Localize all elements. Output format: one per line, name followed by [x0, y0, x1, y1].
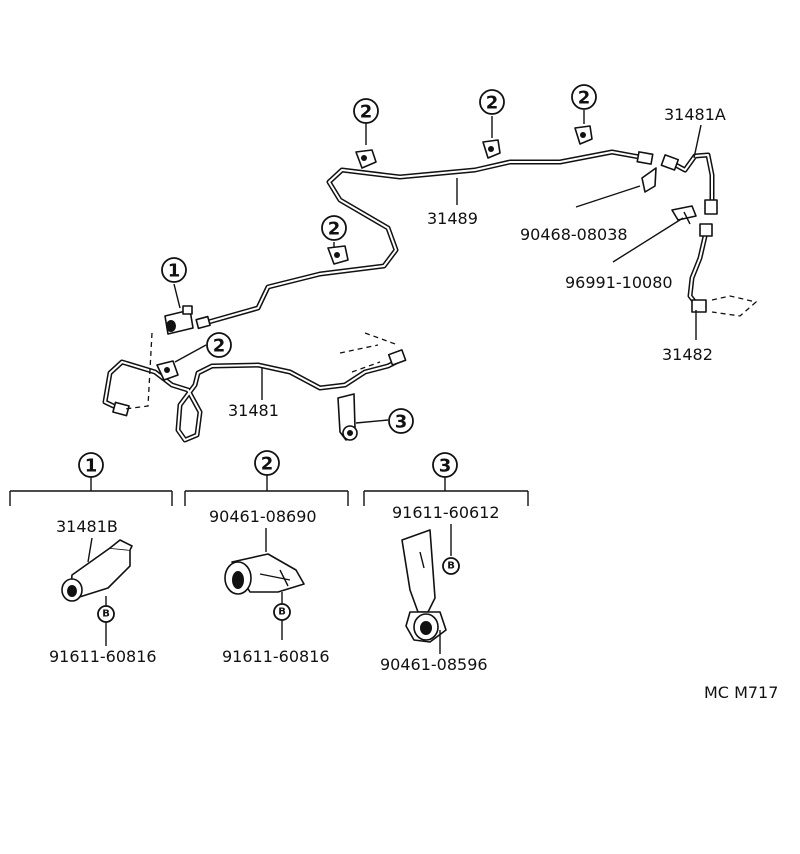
label-90461-08690: 90461-08690	[209, 507, 317, 526]
label-96991-10080: 96991-10080	[565, 273, 673, 292]
dashed-guide-left	[124, 332, 153, 410]
svg-text:2: 2	[261, 454, 274, 475]
bracket-90468-08038-shape	[641, 167, 657, 193]
svg-text:2: 2	[328, 219, 341, 240]
label-31481: 31481	[228, 401, 279, 420]
line-fittings	[112, 151, 718, 417]
leader-lines	[173, 110, 702, 424]
clamp-on-line-3	[574, 125, 593, 145]
svg-text:1: 1	[85, 456, 98, 477]
svg-text:3: 3	[439, 456, 452, 477]
clamp-on-line-5	[156, 360, 179, 381]
dashed-guide-caliper	[711, 295, 758, 317]
svg-text:1: 1	[168, 261, 181, 282]
detail-3: 3 91611-60612 B 90461-08596	[363, 452, 529, 674]
svg-text:2: 2	[213, 336, 226, 357]
clamp-on-line-2	[482, 139, 501, 159]
label-91611-60612: 91611-60612	[392, 503, 500, 522]
label-31481A: 31481A	[664, 105, 726, 124]
detail-2: 2 90461-08690 B 91611-60816	[184, 450, 349, 666]
callout-1-main: 1	[161, 257, 187, 283]
label-d1-91611-60816: 91611-60816	[49, 647, 157, 666]
bracket-on-line	[164, 305, 194, 335]
label-d2-91611-60816: 91611-60816	[222, 647, 330, 666]
label-31482: 31482	[662, 345, 713, 364]
label-31489: 31489	[427, 209, 478, 228]
svg-text:B: B	[278, 607, 286, 618]
brake-hose-31482	[687, 229, 709, 308]
label-90468-08038: 90468-08038	[520, 225, 628, 244]
callout-2-d: 2	[321, 215, 347, 241]
clip-on-line	[337, 393, 358, 441]
brake-line-31481A	[669, 152, 715, 208]
svg-text:3: 3	[395, 412, 408, 433]
label-31481B: 31481B	[56, 517, 118, 536]
svg-text:2: 2	[486, 93, 499, 114]
dashed-guide-chassis	[339, 332, 399, 373]
callout-2-a: 2	[353, 98, 379, 124]
callout-2-e: 2	[206, 332, 232, 358]
diagram-code: MC M717	[704, 683, 778, 702]
clamp-on-line-4	[327, 245, 349, 265]
callout-2-b: 2	[479, 89, 505, 115]
brake-line-31481	[102, 357, 403, 443]
clamp-on-line-1	[355, 149, 377, 169]
svg-text:2: 2	[578, 88, 591, 109]
svg-text:2: 2	[360, 102, 373, 123]
callout-2-c: 2	[571, 84, 597, 110]
svg-text:B: B	[102, 609, 110, 620]
clip-90461-08596-shape	[401, 529, 436, 613]
label-90461-08596: 90461-08596	[380, 655, 488, 674]
clip-96991-10080-shape	[671, 205, 697, 225]
brake-line-31489	[202, 149, 648, 326]
svg-text:B: B	[447, 561, 455, 572]
callout-3-main: 3	[388, 408, 414, 434]
detail-1: 1 31481B B 91611-60816	[9, 452, 173, 666]
